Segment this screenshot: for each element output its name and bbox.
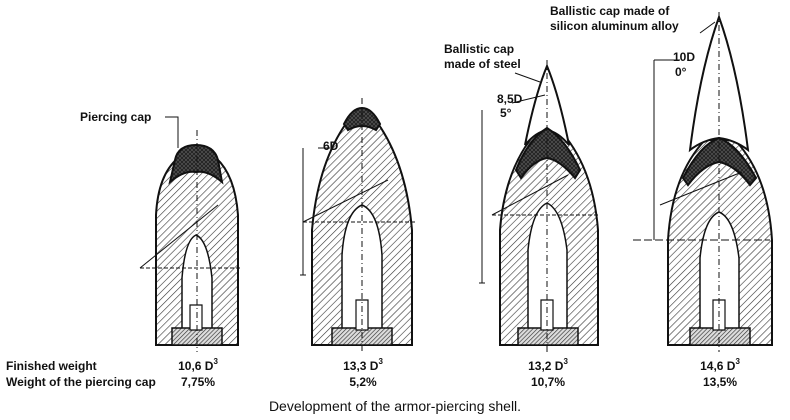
shell-3-piercing-cap	[514, 126, 582, 180]
shell-2-cap-pct: 5,2%	[349, 375, 377, 389]
figure-caption: Development of the armor-piercing shell.	[268, 398, 522, 414]
ballistic-alloy-label-line1: Ballistic cap made of	[550, 4, 670, 18]
shell-4-base-plug	[689, 327, 751, 346]
shell-3-fuze	[540, 299, 554, 331]
shell-2-radius-line	[302, 179, 389, 223]
shell-3-leader-cap	[514, 72, 541, 83]
shell-3-base-plug	[517, 327, 579, 346]
shell-4-drawing	[633, 12, 773, 352]
shell-2-piercing-cap	[342, 106, 382, 132]
shell-1-base-plug	[171, 327, 223, 346]
shell-3-radius-line	[491, 174, 569, 216]
shell-4-ballistic-cap	[688, 14, 750, 153]
ballistic-steel-label-line1: Ballistic cap	[444, 42, 515, 56]
shell-3-weight: 13,2 D3	[528, 357, 568, 373]
piercing-cap-label: Piercing cap	[80, 110, 152, 124]
shell-3-radius-label: 8,5D	[497, 92, 523, 106]
finished-weight-label: Finished weight	[6, 359, 97, 373]
cap-weight-label: Weight of the piercing cap	[6, 375, 156, 389]
ballistic-steel-label-line2: made of steel	[444, 57, 521, 71]
shell-2-dim-line	[300, 148, 306, 276]
shell-4-piercing-cap	[681, 136, 758, 187]
shell-4-weight: 14,6 D3	[700, 357, 740, 373]
shell-1-leader	[165, 116, 179, 148]
shell-3-leader-radius	[511, 94, 546, 104]
shell-3-dim-line	[479, 110, 485, 284]
shell-4-cap-pct: 13,5%	[702, 375, 738, 389]
shell-3-drawing	[479, 60, 600, 352]
shell-4-angle-label: 0°	[675, 65, 687, 79]
shell-1-piercing-cap	[168, 143, 224, 185]
ballistic-alloy-label-line2: silicon aluminum alloy	[550, 19, 679, 33]
shell-2-radius-label: 6D	[323, 139, 339, 153]
shell-1-radius-line	[139, 204, 219, 269]
shell-3-angle-label: 5°	[500, 106, 512, 120]
shell-4-radius-label: 10D	[673, 50, 696, 64]
shell-4-radius-line	[659, 171, 743, 206]
shell-1-cap-pct: 7,75%	[180, 375, 216, 389]
shell-2-weight: 13,3 D3	[343, 357, 383, 373]
shell-1-weight: 10,6 D3	[178, 357, 218, 373]
shell-1-fuze	[189, 304, 203, 331]
shell-1-drawing	[139, 116, 240, 352]
shell-2-drawing	[300, 98, 415, 352]
shell-4-leader-cap	[699, 21, 716, 34]
shell-3-cap-pct: 10,7%	[530, 375, 566, 389]
